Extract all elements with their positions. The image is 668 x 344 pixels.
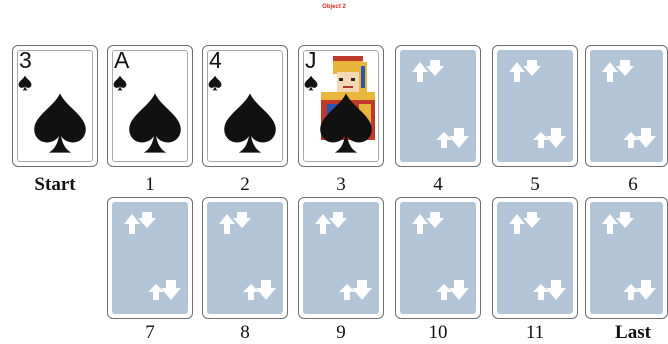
arrows-icon xyxy=(122,210,158,236)
arrows-icon xyxy=(600,210,636,236)
arrows-icon xyxy=(241,278,277,304)
card-10[interactable] xyxy=(395,197,481,319)
card-caption: 3 xyxy=(298,175,384,195)
card-3[interactable]: J xyxy=(298,45,384,167)
card-rank: J xyxy=(305,49,317,72)
card-8[interactable] xyxy=(202,197,288,319)
arrows-icon xyxy=(313,210,349,236)
arrows-icon xyxy=(600,58,636,84)
spade-icon xyxy=(32,90,88,156)
card-2[interactable]: 4 xyxy=(202,45,288,167)
spade-icon xyxy=(222,90,278,156)
arrows-icon xyxy=(434,126,470,152)
arrows-icon xyxy=(434,278,470,304)
arrows-icon xyxy=(531,278,567,304)
arrows-icon xyxy=(507,58,543,84)
card-last[interactable] xyxy=(585,197,668,319)
card-rank: 4 xyxy=(209,49,222,72)
object-label: Object 2 xyxy=(0,4,668,10)
card-caption: 2 xyxy=(202,175,288,195)
card-caption: Last xyxy=(590,323,668,343)
card-caption: 1 xyxy=(107,175,193,195)
spade-icon xyxy=(18,75,32,91)
arrows-icon xyxy=(337,278,373,304)
arrows-icon xyxy=(410,58,446,84)
card-6[interactable] xyxy=(585,45,668,167)
spade-icon xyxy=(208,75,222,91)
arrows-icon xyxy=(531,126,567,152)
card-caption: 11 xyxy=(492,323,578,343)
card-caption: Start xyxy=(12,175,98,195)
arrows-icon xyxy=(507,210,543,236)
card-7[interactable] xyxy=(107,197,193,319)
arrows-icon xyxy=(621,278,657,304)
card-9[interactable] xyxy=(298,197,384,319)
card-caption: 7 xyxy=(107,323,193,343)
card-caption: 9 xyxy=(298,323,384,343)
card-caption: 5 xyxy=(492,175,578,195)
card-caption: 8 xyxy=(202,323,288,343)
spade-icon xyxy=(113,75,127,91)
card-start[interactable]: 3 xyxy=(12,45,98,167)
card-rank: A xyxy=(114,49,129,72)
card-caption: 6 xyxy=(590,175,668,195)
card-rank: 3 xyxy=(19,49,32,72)
arrows-icon xyxy=(146,278,182,304)
card-5[interactable] xyxy=(492,45,578,167)
card-1[interactable]: A xyxy=(107,45,193,167)
spade-icon xyxy=(318,90,374,156)
card-caption: 10 xyxy=(395,323,481,343)
arrows-icon xyxy=(217,210,253,236)
arrows-icon xyxy=(410,210,446,236)
spade-icon xyxy=(127,90,183,156)
card-11[interactable] xyxy=(492,197,578,319)
arrows-icon xyxy=(621,126,657,152)
card-4[interactable] xyxy=(395,45,481,167)
card-caption: 4 xyxy=(395,175,481,195)
spade-icon xyxy=(304,75,318,91)
